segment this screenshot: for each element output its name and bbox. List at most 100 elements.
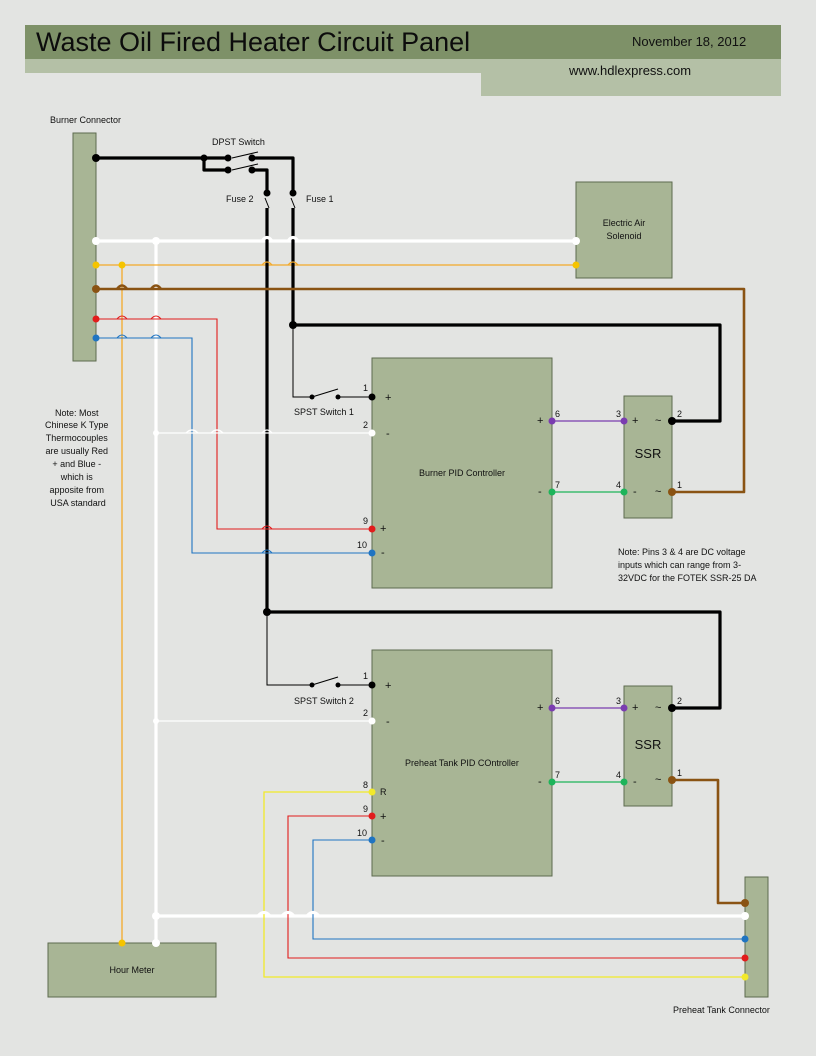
dot-preheat-pin8 bbox=[368, 788, 376, 796]
dot-white-branch bbox=[152, 237, 160, 245]
dot-burner-pin6 bbox=[548, 417, 556, 425]
dot-burner-pin2 bbox=[368, 429, 376, 437]
ssr-1 bbox=[623, 395, 673, 519]
preheat-pin1-number: 1 bbox=[363, 671, 368, 681]
spst2-blade bbox=[311, 676, 339, 686]
hop-red-3 bbox=[261, 525, 273, 530]
dot-preheat-pin9 bbox=[368, 812, 376, 820]
wire-red-preheat bbox=[287, 815, 745, 959]
hop-white-thin-2 bbox=[185, 429, 199, 434]
hop-blue-3 bbox=[261, 549, 273, 554]
dot-dpst-split bbox=[200, 154, 208, 162]
burner-pin7-sign: - bbox=[538, 486, 542, 498]
fuse2-symbol bbox=[264, 197, 270, 209]
note-thermocouple-line: which is bbox=[60, 472, 94, 482]
label-preheat-pid: Preheat Tank PID COntroller bbox=[405, 758, 519, 768]
preheat-pid-controller bbox=[371, 649, 553, 877]
label-burner-connector: Burner Connector bbox=[50, 115, 121, 125]
dpst-blade-2 bbox=[231, 163, 259, 171]
note-ssr-line: inputs which can range from 3- bbox=[618, 560, 741, 570]
hop-brown-1 bbox=[115, 284, 129, 290]
dot-dpst-2b bbox=[248, 166, 256, 174]
label-burner-pid: Burner PID Controller bbox=[419, 468, 505, 478]
dot-burner-red bbox=[92, 315, 100, 323]
dot-burner-orange bbox=[92, 261, 100, 269]
wire-brown-ssr2-to-connector bbox=[672, 778, 745, 905]
dpst-blade-1 bbox=[231, 151, 259, 159]
ssr2-pin2-sign: ~ bbox=[655, 702, 661, 714]
dot-ssr2-pin4 bbox=[620, 778, 628, 786]
header-date: November 18, 2012 bbox=[632, 34, 746, 49]
hop-orange-1 bbox=[261, 261, 273, 266]
hop-white-thin-3 bbox=[261, 429, 273, 434]
dot-burner-brown bbox=[92, 285, 100, 293]
dot-spst1-b bbox=[335, 394, 341, 400]
ssr2-pin1-number: 1 bbox=[677, 768, 682, 778]
preheat-pin10-sign: - bbox=[381, 835, 385, 847]
hop-red-1 bbox=[116, 315, 128, 320]
burner-pin2-number: 2 bbox=[363, 420, 368, 430]
ssr1-pin4-sign: - bbox=[633, 486, 637, 498]
dot-dpst-1a bbox=[224, 154, 232, 162]
dot-white-preheat-branch bbox=[152, 912, 160, 920]
preheat-pin1-sign: + bbox=[385, 680, 391, 692]
dot-ssr2-pin3 bbox=[620, 704, 628, 712]
ssr1-pin4-number: 4 bbox=[616, 480, 621, 490]
burner-pin2-sign: - bbox=[386, 428, 390, 440]
burner-pin9-sign: + bbox=[380, 523, 386, 535]
spst1-blade bbox=[311, 388, 339, 398]
hop-white-1 bbox=[260, 235, 274, 242]
dot-solenoid-white bbox=[572, 237, 580, 245]
hop-blue-2 bbox=[150, 334, 162, 339]
wire-brown-to-ssr1 bbox=[96, 287, 746, 494]
dot-fuse2-branch bbox=[263, 608, 271, 616]
label-spst-switch-1: SPST Switch 1 bbox=[294, 407, 354, 417]
label-ssr-2: SSR bbox=[635, 737, 662, 752]
wire-blue-burner bbox=[96, 337, 372, 554]
title-bar-lower-left bbox=[25, 59, 481, 73]
label-hour-meter: Hour Meter bbox=[109, 965, 154, 975]
dot-preheat-pin6 bbox=[548, 704, 556, 712]
dot-burner-blue bbox=[92, 334, 100, 342]
wire-to-spst2 bbox=[266, 612, 312, 686]
note-thermocouple: Note: Most Chinese K Type Thermocouples … bbox=[45, 408, 111, 508]
ssr2-pins: 3 + 4 - 2 ~ 1 ~ bbox=[616, 696, 682, 788]
preheat-pin10-number: 10 bbox=[357, 828, 367, 838]
dot-spst2-a bbox=[309, 682, 315, 688]
dot-preheat-pin2 bbox=[368, 717, 376, 725]
note-thermocouple-line: + and Blue - bbox=[52, 459, 101, 469]
preheat-pin2-sign: - bbox=[386, 716, 390, 728]
labels: Burner Connector DPST Switch Fuse 2 Fuse… bbox=[45, 115, 770, 1015]
label-fuse1: Fuse 1 bbox=[306, 194, 334, 204]
dot-preheat-pin7 bbox=[548, 778, 556, 786]
wire-yellow-preheat bbox=[263, 791, 745, 978]
burner-pin10-sign: - bbox=[381, 547, 385, 559]
junction-dots bbox=[92, 154, 749, 981]
hop-white-2 bbox=[286, 235, 300, 242]
page-title: Waste Oil Fired Heater Circuit Panel bbox=[36, 27, 470, 57]
dot-spst2-b bbox=[335, 682, 341, 688]
preheat-pin6-number: 6 bbox=[555, 696, 560, 706]
header-website: www.hdlexpress.com bbox=[568, 63, 691, 78]
ssr1-pins: 3 + 4 - 2 ~ 1 ~ bbox=[616, 409, 682, 498]
ssr2-pin3-number: 3 bbox=[616, 696, 621, 706]
dot-white-burner-pin2-src bbox=[153, 430, 159, 436]
dot-preheat-conn-white bbox=[741, 912, 749, 920]
dot-hour-meter-white bbox=[152, 939, 160, 947]
ssr1-pin2-number: 2 bbox=[677, 409, 682, 419]
ssr1-pin1-number: 1 bbox=[677, 480, 682, 490]
preheat-pin8-number: 8 bbox=[363, 780, 368, 790]
dot-fuse2-top bbox=[263, 189, 271, 197]
note-thermocouple-line: Chinese K Type bbox=[45, 420, 108, 430]
burner-pin7-number: 7 bbox=[555, 480, 560, 490]
dot-dpst-1b bbox=[248, 154, 256, 162]
label-fuse2: Fuse 2 bbox=[226, 194, 254, 204]
label-dpst-switch: DPST Switch bbox=[212, 137, 265, 147]
burner-pid-pins: 1 + 2 - 9 + 10 - 6 + 7 - bbox=[357, 383, 560, 559]
note-thermocouple-line: USA standard bbox=[50, 498, 106, 508]
ssr1-pin3-number: 3 bbox=[616, 409, 621, 419]
wire-blue-preheat bbox=[312, 839, 745, 940]
note-thermocouple-line: are usually Red bbox=[45, 446, 108, 456]
preheat-pin2-number: 2 bbox=[363, 708, 368, 718]
note-thermocouple-line: Note: Most bbox=[55, 408, 99, 418]
